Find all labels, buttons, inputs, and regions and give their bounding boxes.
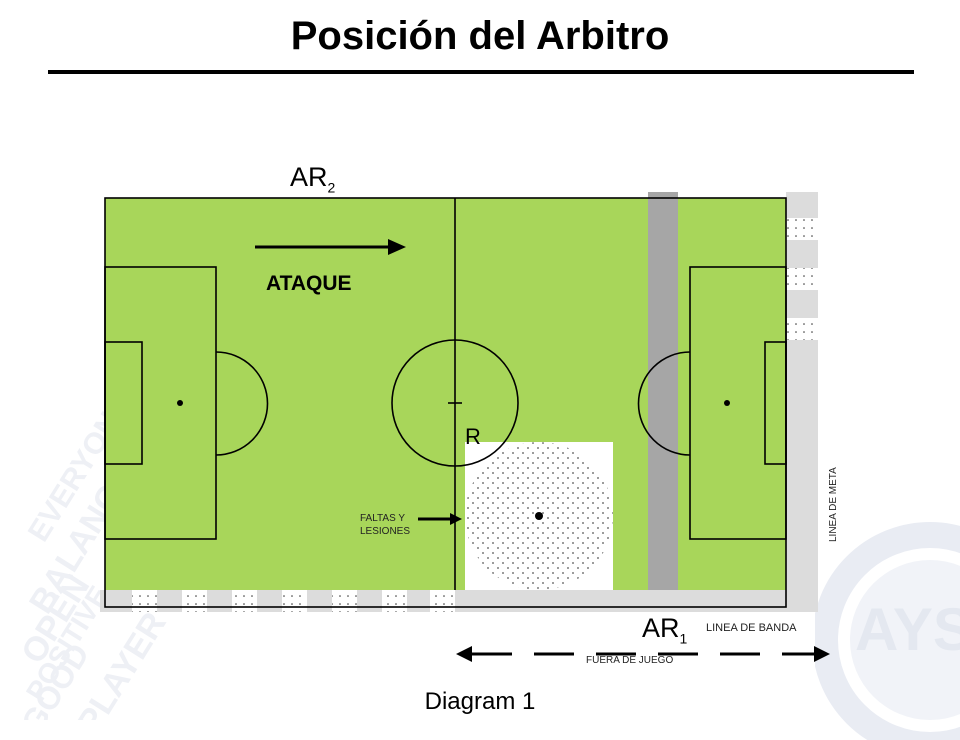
field-markings [104,197,787,608]
fouls-label-line2: LESIONES [360,526,411,537]
diagram-caption: Diagram 1 [424,688,536,715]
ar1-text: AR [642,613,680,643]
left-penalty-spot [177,400,183,406]
title-rule [48,70,914,74]
touchline-label: LINEA DE BANDA [706,622,797,634]
ayso-seal-watermark: AYSO [815,510,960,740]
field-surface [105,198,786,590]
touchline-border [100,590,818,612]
assistant-referee-1-label: AR1 [642,613,687,646]
attack-label: ATAQUE [266,272,352,295]
page-title: Posición del Arbitro [290,14,670,58]
attack-arrow-head [388,239,406,255]
field-diagram [100,192,830,662]
ar2-subscript: 2 [327,179,336,196]
offside-dashed-arrow [456,646,830,662]
referee-position-dot [535,512,543,520]
goal-line-label: LINEA DE META [828,467,839,542]
fouls-arrow-head [450,513,462,525]
seal-letters: AYSO [855,596,960,663]
offside-line-band [648,192,678,590]
right-penalty-spot [724,400,730,406]
referee-label: R [465,424,481,449]
fouls-injuries-label: FALTAS Y LESIONES [360,512,410,538]
ar1-subscript: 1 [679,630,688,647]
offside-label: FUERA DE JUEGO [586,655,674,666]
ar2-text: AR [290,162,328,192]
fouls-label-line1: FALTAS Y [360,513,406,524]
goal-line-border [786,192,818,612]
right-border-gaps [786,218,818,340]
assistant-referee-2-label: AR2 [290,162,335,195]
